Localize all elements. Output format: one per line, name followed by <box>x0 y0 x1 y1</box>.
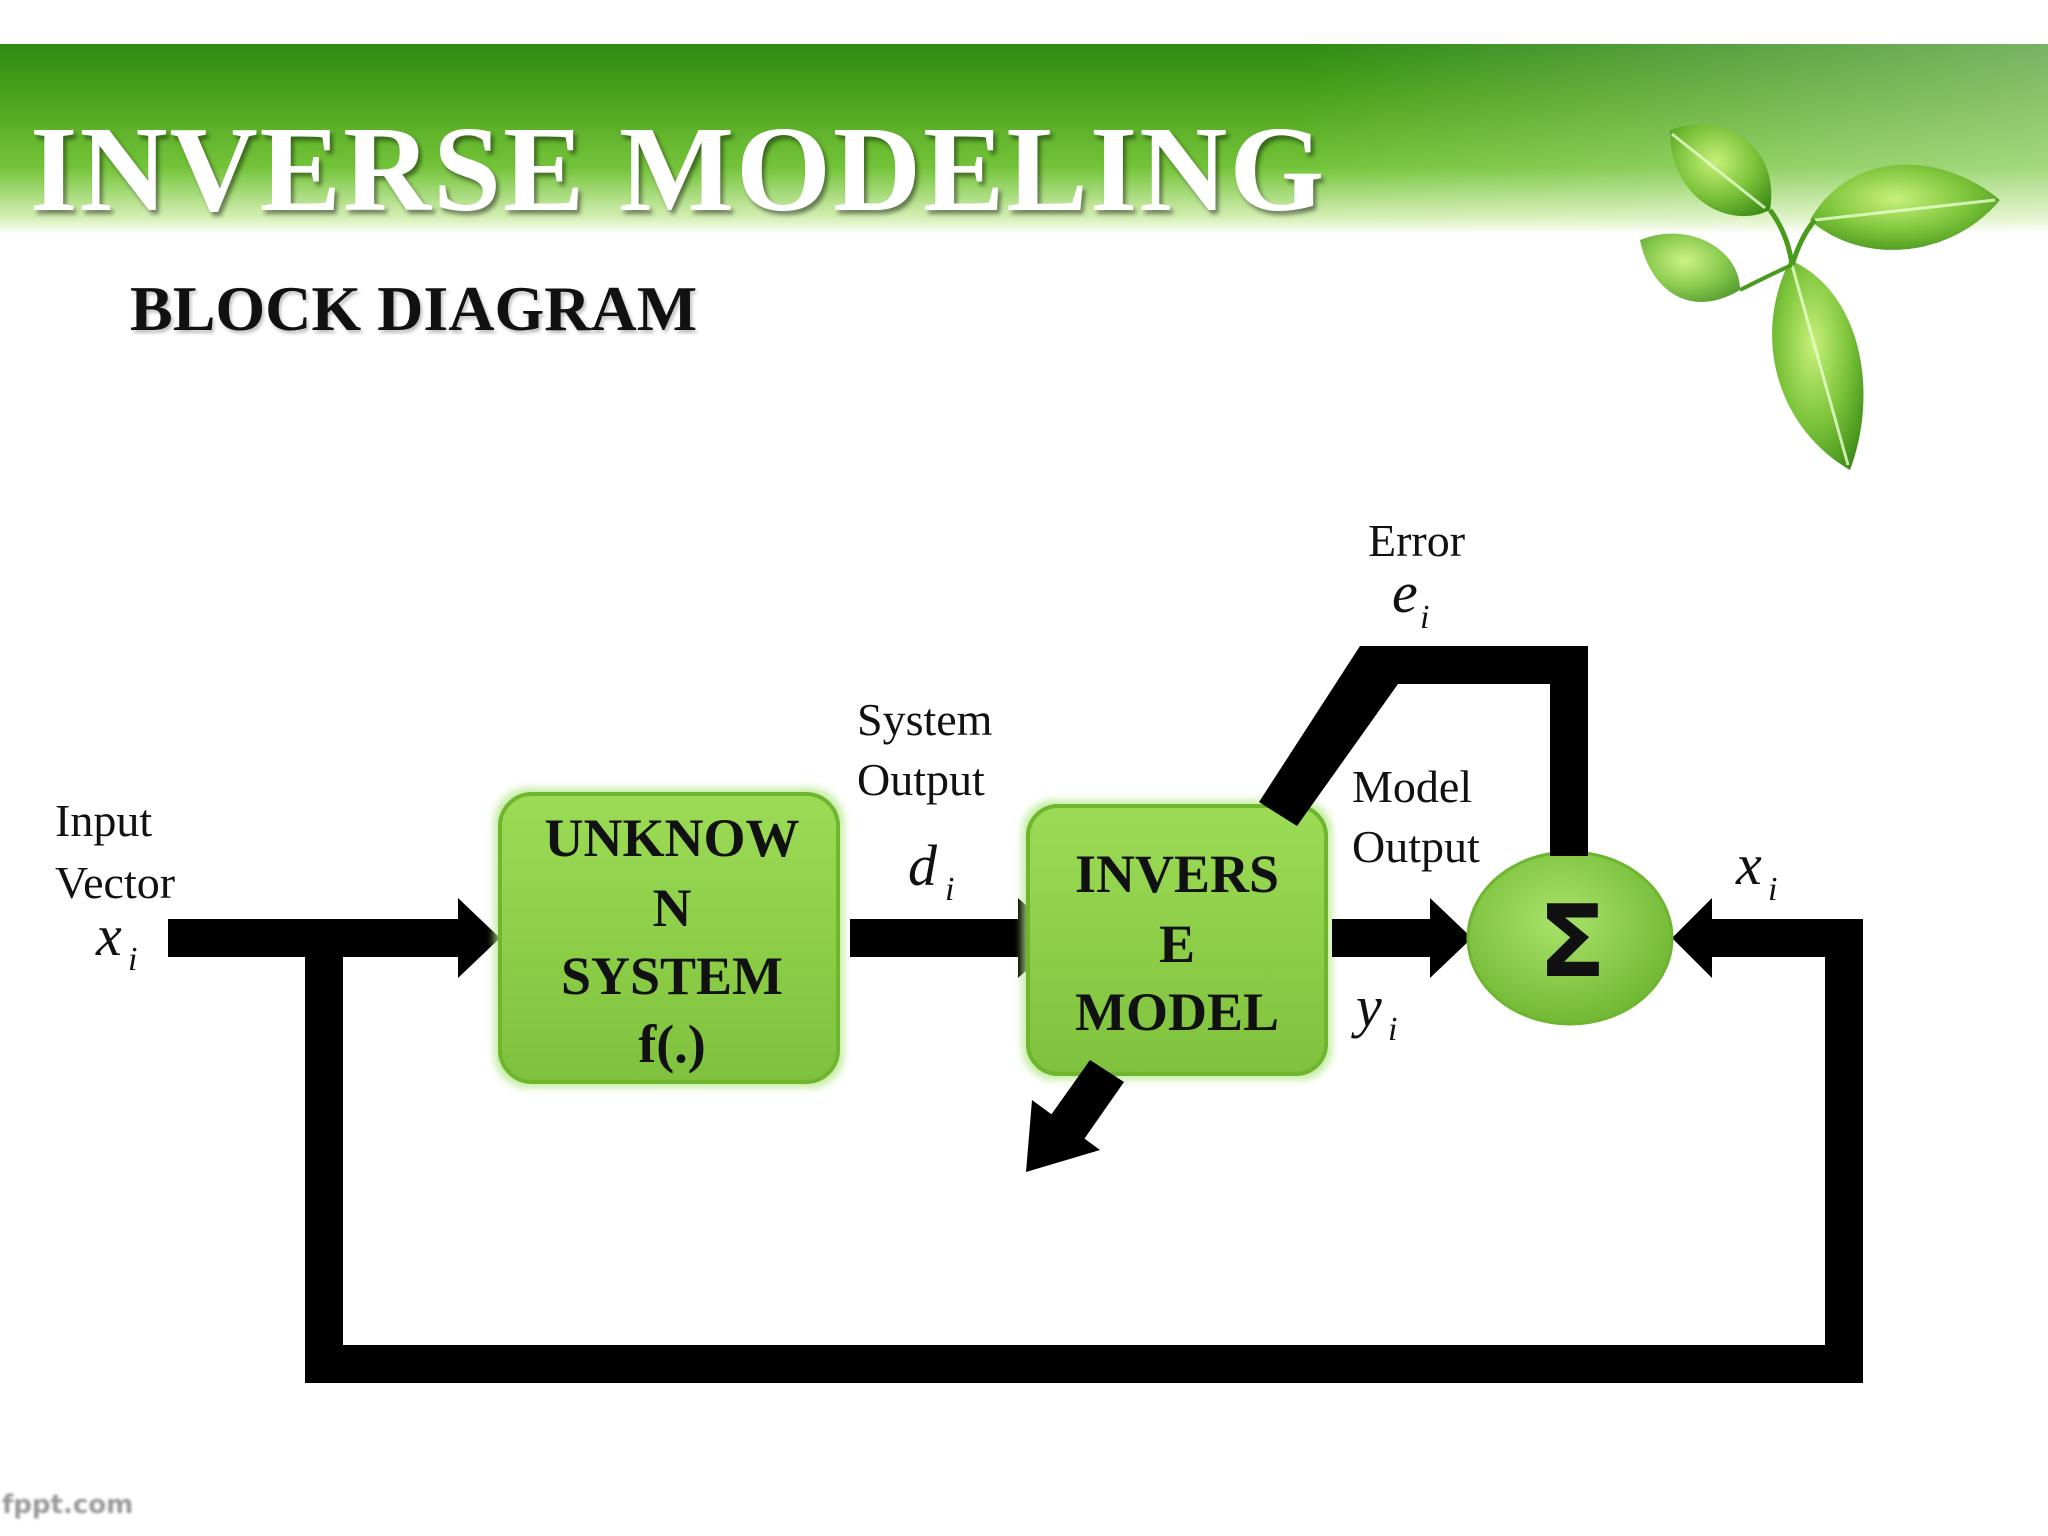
watermark-logo: fppt.com <box>2 1490 134 1520</box>
input-var: x <box>95 903 122 968</box>
model-output-line <box>1332 919 1442 957</box>
inverse-model-line3: MODEL <box>1075 982 1279 1042</box>
slide-title: INVERSE MODELING <box>30 102 1327 237</box>
arrow-into-summer-left <box>1430 898 1472 978</box>
feedback-var-sub: i <box>1768 871 1777 908</box>
error-var: e <box>1392 560 1418 625</box>
adaptation-line-lower <box>1046 1060 1124 1145</box>
unknown-system-line3: SYSTEM <box>561 946 783 1006</box>
unknown-system-line4: f(.) <box>638 1014 705 1074</box>
model-output-var-sub: i <box>1388 1011 1397 1048</box>
feedback-into-summer-line <box>1710 919 1863 957</box>
feedback-var: x <box>1735 832 1762 897</box>
inverse-model-line2: E <box>1159 914 1195 974</box>
system-output-label-line1: System <box>857 694 993 745</box>
model-output-var: y <box>1351 974 1382 1039</box>
feedback-bottom-line <box>305 1345 1863 1383</box>
system-output-var-sub: i <box>945 871 954 908</box>
feedback-right-line <box>1825 919 1863 1383</box>
inverse-model-block <box>1026 804 1328 1076</box>
system-output-var: d <box>908 833 938 898</box>
leaf-bottom <box>1772 260 1864 470</box>
feedback-branch-down <box>305 938 343 1383</box>
inverse-model-line1: INVERS <box>1075 844 1279 904</box>
leaf-top-left <box>1670 124 1772 217</box>
error-var-sub: i <box>1420 599 1429 636</box>
unknown-system-line2: N <box>653 878 692 938</box>
arrow-to-unknown-system <box>458 898 500 978</box>
leaf-left <box>1640 233 1740 302</box>
adaptation-arrow-icon <box>1026 1100 1100 1172</box>
summer-symbol: Σ <box>1538 883 1606 1000</box>
input-var-sub: i <box>128 941 137 978</box>
input-label-line2: Vector <box>55 857 175 908</box>
arrow-into-summer-right <box>1672 898 1712 978</box>
error-label: Error <box>1368 515 1465 566</box>
input-label-line1: Input <box>55 795 152 846</box>
system-output-line <box>850 919 1030 957</box>
error-line-top <box>1360 646 1588 684</box>
adaptation-line-upper <box>1259 646 1398 826</box>
system-output-label-line2: Output <box>857 754 985 805</box>
slide-subtitle: BLOCK DIAGRAM <box>130 273 698 344</box>
model-output-label-line1: Model <box>1352 761 1472 812</box>
unknown-system-block <box>498 792 840 1084</box>
model-output-label-line2: Output <box>1352 821 1480 872</box>
unknown-system-line1: UNKNOW <box>545 808 800 868</box>
leaf-top-right <box>1810 164 2000 250</box>
leaf-cluster-icon <box>1640 124 2000 470</box>
